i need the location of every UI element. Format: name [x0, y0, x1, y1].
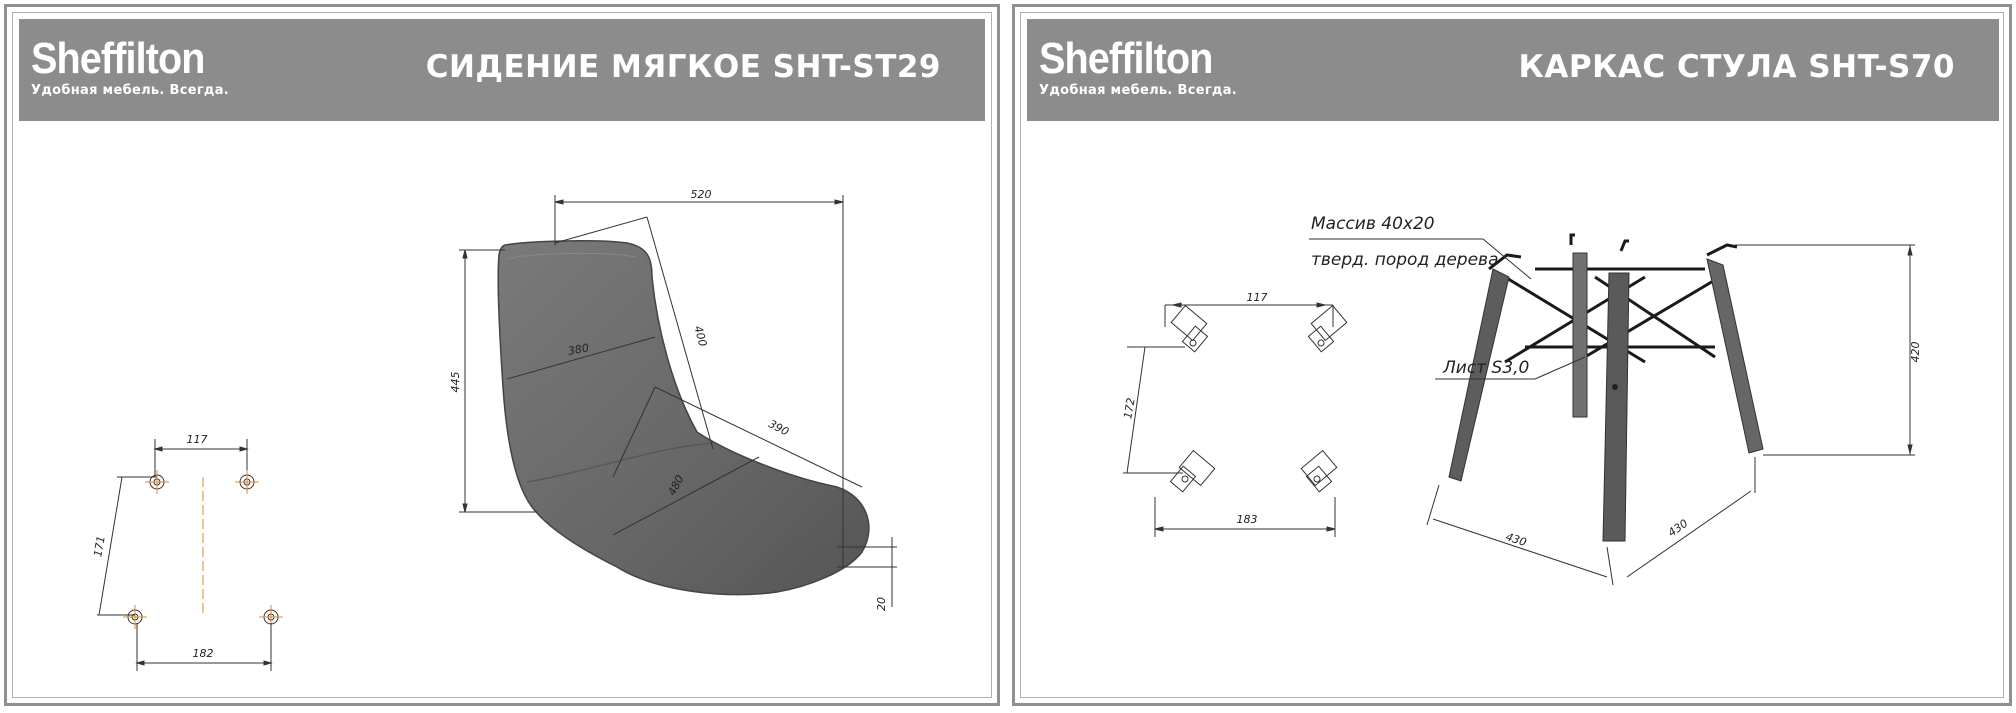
dim-thickness: 20 — [875, 597, 888, 611]
seat-drawing: 117 171 182 — [91, 188, 897, 671]
mount-hole — [145, 470, 169, 494]
brand-logo: Sheffilton Удобная мебель. Всегда. — [1039, 34, 1238, 99]
callout-wood-line2: тверд. пород дерева — [1311, 250, 1499, 270]
metal-mount-brackets — [1488, 233, 1738, 271]
dim-base-front: 430 — [1504, 530, 1528, 549]
logo-name: Sheffilton — [31, 34, 205, 83]
mount-plate — [1170, 304, 1209, 353]
dim-diagonal-400: 400 — [691, 324, 709, 348]
seat-shell — [497, 240, 870, 596]
seat-dimension-lines — [459, 195, 897, 607]
mount-hole — [235, 470, 259, 494]
mount-hole — [123, 605, 147, 629]
callout-metal: Лист S3,0 — [1442, 358, 1529, 378]
dim-mount-side: 172 — [1121, 397, 1137, 420]
dim-depth-390: 390 — [766, 417, 791, 438]
dim-inner-width: 380 — [567, 341, 590, 357]
dim-mount-top: 117 — [187, 433, 208, 446]
callout-wood-line1: Массив 40х20 — [1311, 214, 1435, 234]
frame-mount-plates — [1123, 302, 1348, 537]
logo-tagline: Удобная мебель. Всегда. — [31, 83, 230, 98]
dim-height: 445 — [449, 372, 462, 393]
chair-base-frame — [1448, 233, 1764, 542]
mount-plate — [1169, 449, 1216, 493]
dim-width-top: 520 — [691, 188, 712, 201]
brand-logo: Sheffilton Удобная мебель. Всегда. — [31, 34, 230, 99]
mount-plate — [1300, 449, 1338, 493]
dim-mount-top: 117 — [1247, 291, 1268, 304]
seat-title: СИДЕНИЕ МЯГКОЕ SHT-ST29 — [425, 49, 941, 85]
frame-header: Sheffilton Удобная мебель. Всегда. КАРКА… — [1027, 19, 1999, 121]
seat-panel: Sheffilton Удобная мебель. Всегда. СИДЕН… — [4, 4, 1000, 706]
seat-header: Sheffilton Удобная мебель. Всегда. СИДЕН… — [19, 19, 985, 121]
frame-panel: Sheffilton Удобная мебель. Всегда. КАРКА… — [1012, 4, 2012, 706]
dim-mount-side: 171 — [91, 535, 107, 558]
dim-mount-bottom: 183 — [1237, 513, 1258, 526]
seat-mount-holes — [97, 439, 283, 671]
panel-inner-border — [12, 12, 992, 698]
frame-drawing: 117 172 183 — [1121, 214, 1922, 586]
mount-plate — [1307, 304, 1348, 353]
wooden-legs — [1448, 252, 1764, 542]
frame-dimension-lines — [1309, 238, 1915, 586]
panel-inner-border — [1020, 12, 2004, 698]
dim-height: 420 — [1909, 342, 1922, 363]
dim-mount-bottom: 182 — [193, 647, 214, 660]
frame-title: КАРКАС СТУЛА SHT-S70 — [1518, 49, 1955, 85]
logo-name: Sheffilton — [1039, 34, 1213, 83]
logo-tagline: Удобная мебель. Всегда. — [1039, 83, 1238, 98]
